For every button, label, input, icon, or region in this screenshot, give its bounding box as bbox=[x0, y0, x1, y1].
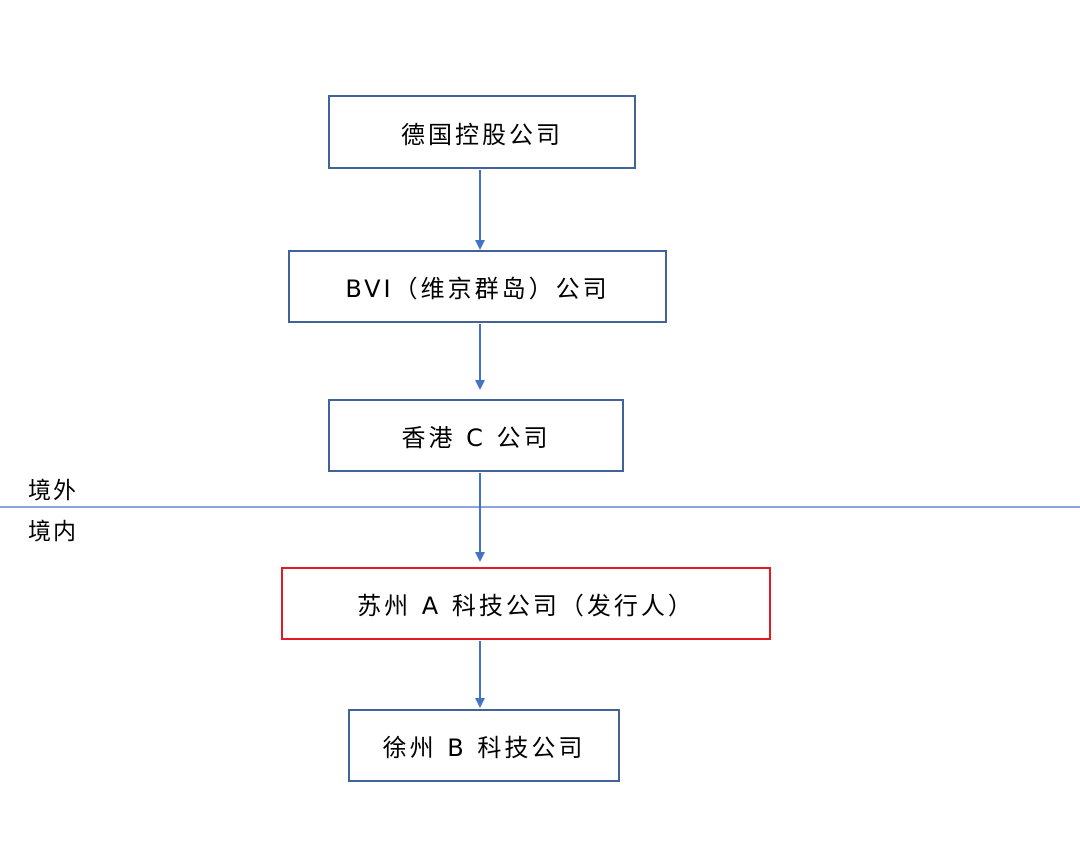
suzhou-a-issuer-node: 苏州 A 科技公司（发行人） bbox=[281, 567, 771, 640]
hong-kong-c-company-node: 香港 C 公司 bbox=[328, 399, 624, 472]
german-holding-company-node: 德国控股公司 bbox=[328, 95, 636, 169]
xuzhou-b-company-node: 徐州 B 科技公司 bbox=[348, 709, 620, 782]
bvi-company-node: BVI（维京群岛）公司 bbox=[288, 250, 667, 323]
onshore-label: 境内 bbox=[28, 519, 78, 545]
offshore-label: 境外 bbox=[28, 478, 78, 504]
